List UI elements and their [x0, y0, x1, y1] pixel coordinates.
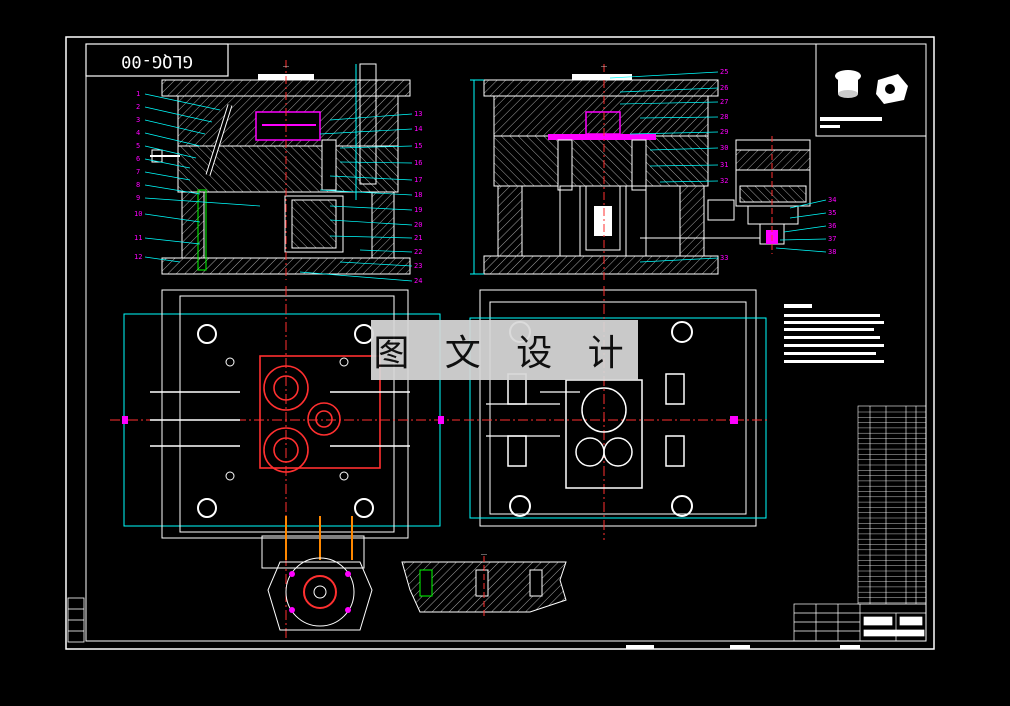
svg-text:12: 12 — [134, 253, 142, 261]
svg-text:16: 16 — [414, 159, 422, 167]
callout-leaders-right — [609, 71, 827, 263]
svg-text:30: 30 — [720, 144, 728, 152]
isometric-thumbnail — [815, 43, 927, 137]
svg-text:7: 7 — [136, 168, 140, 176]
svg-text:——: —— — [601, 64, 608, 70]
front-section-view: —— — [150, 60, 411, 280]
svg-text:21: 21 — [414, 234, 422, 242]
svg-text:5: 5 — [136, 142, 140, 150]
svg-text:26: 26 — [720, 84, 728, 92]
watermark-overlay: 图 文 设 计 — [371, 320, 638, 380]
svg-text:2: 2 — [136, 103, 140, 111]
parts-list-table — [857, 405, 927, 605]
svg-text:11: 11 — [134, 234, 142, 242]
svg-text:27: 27 — [720, 98, 728, 106]
callout-leaders-left — [144, 93, 261, 263]
svg-text:8: 8 — [136, 181, 140, 189]
svg-text:17: 17 — [414, 176, 422, 184]
callout-labels-far-right: 34 35 36 37 38 — [828, 196, 836, 256]
svg-text:31: 31 — [720, 161, 728, 169]
svg-text:22: 22 — [414, 248, 422, 256]
parts-list-rows — [858, 411, 926, 603]
technical-notes-block — [784, 304, 884, 363]
svg-text:24: 24 — [414, 277, 422, 285]
gear-plate-view — [261, 516, 373, 631]
svg-text:29: 29 — [720, 128, 728, 136]
outer-frame — [65, 36, 935, 650]
motor-assembly — [640, 136, 811, 254]
svg-text:32: 32 — [720, 177, 728, 185]
svg-text:3: 3 — [136, 116, 140, 124]
svg-text:23: 23 — [414, 262, 422, 270]
svg-text:18: 18 — [414, 191, 422, 199]
title-block — [793, 603, 927, 642]
svg-text:35: 35 — [828, 209, 836, 217]
svg-text:——: —— — [481, 552, 488, 558]
svg-text:——: —— — [283, 64, 290, 70]
inner-frame — [85, 43, 927, 642]
svg-text:4: 4 — [136, 129, 140, 137]
svg-text:20: 20 — [414, 221, 422, 229]
svg-text:36: 36 — [828, 222, 836, 230]
callout-leaders-middle — [299, 113, 413, 282]
callout-labels-right: 25 26 27 28 29 30 31 32 33 — [720, 68, 728, 262]
svg-text:25: 25 — [720, 68, 728, 76]
svg-text:33: 33 — [720, 254, 728, 262]
drawing-code: GLQG-00 — [121, 51, 193, 71]
svg-text:6: 6 — [136, 155, 140, 163]
svg-text:15: 15 — [414, 142, 422, 150]
callout-labels-left: 1 2 3 4 5 6 7 8 9 10 11 12 — [134, 90, 142, 261]
svg-text:10: 10 — [134, 210, 142, 218]
binding-strip — [67, 597, 85, 643]
svg-text:14: 14 — [414, 125, 422, 133]
svg-text:34: 34 — [828, 196, 836, 204]
svg-text:38: 38 — [828, 248, 836, 256]
svg-text:37: 37 — [828, 235, 836, 243]
callout-labels-middle: 13 14 15 16 17 18 19 20 21 22 23 24 — [414, 110, 422, 285]
drawing-code-box: GLQG-00 — [85, 43, 229, 77]
plan-view-right — [464, 286, 770, 540]
svg-text:13: 13 — [414, 110, 422, 118]
svg-text:1: 1 — [136, 90, 140, 98]
partial-section-detail: —— — [401, 552, 567, 616]
svg-text:19: 19 — [414, 206, 422, 214]
watermark-text: 图 文 设 计 — [373, 333, 636, 374]
svg-text:28: 28 — [720, 113, 728, 121]
svg-text:9: 9 — [136, 194, 140, 202]
side-section-view: —— — [470, 64, 735, 280]
frame-bottom-marks — [626, 645, 860, 649]
